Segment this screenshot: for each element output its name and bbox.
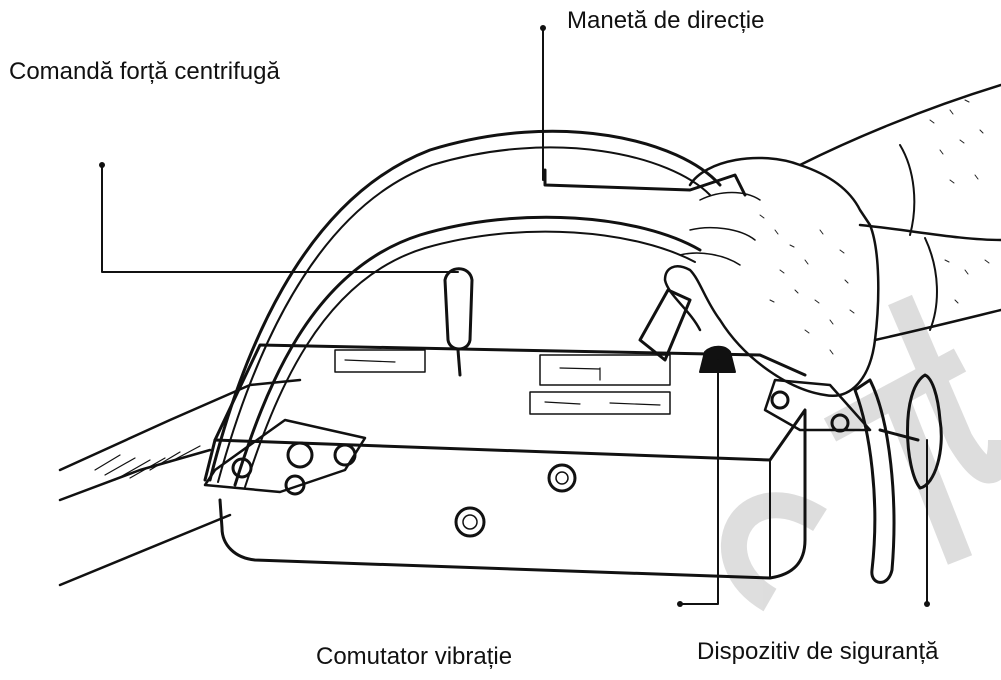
leader-dot-vibration (677, 601, 683, 607)
panel-marks (345, 360, 660, 405)
machine-body (60, 25, 1001, 607)
leader-dot-safety (924, 601, 930, 607)
label-vibration-switch: Comutator vibrație (316, 645, 512, 669)
bolt (288, 443, 312, 467)
centrifugal-lever-shaft (458, 350, 460, 375)
watermark (734, 300, 1001, 600)
bolt (335, 445, 355, 465)
switch-stalk (640, 290, 690, 360)
glove-fingers (680, 193, 760, 266)
base-floor-line (60, 515, 230, 585)
handle-arc-outer-2 (218, 147, 710, 482)
base-hatching (95, 446, 200, 480)
centrifugal-lever-knob (445, 269, 472, 349)
sleeve-upper (800, 85, 1001, 165)
bolt-front (549, 465, 575, 491)
bolt-right (772, 392, 788, 408)
bolt-front-inner (463, 515, 477, 529)
sleeve-lower (860, 225, 1001, 240)
watermark-letter-c (734, 505, 820, 600)
label-steering-handle: Manetă de direcție (567, 9, 764, 33)
leader-dot-centrifugal (99, 162, 105, 168)
leader-dot-steering (540, 25, 546, 31)
label-centrifugal-control: Comandă forță centrifugă (9, 60, 280, 84)
bolt-front-inner (556, 472, 568, 484)
panel-slot-mid (540, 355, 670, 385)
steering-lever-grip (545, 170, 745, 195)
label-safety-device: Dispozitiv de siguranță (697, 640, 938, 664)
leader-vibration (680, 360, 718, 604)
panel-slot-lower (530, 392, 670, 414)
mount-plate-left (205, 420, 365, 492)
bolt-front (456, 508, 484, 536)
